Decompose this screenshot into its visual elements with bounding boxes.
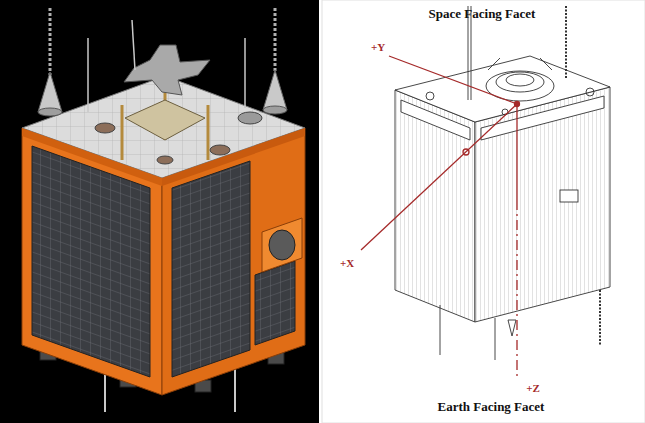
antenna-cone xyxy=(38,72,62,112)
facet-title: Space Facing Facet xyxy=(429,7,536,21)
axis-line xyxy=(516,200,517,376)
axis-line xyxy=(515,102,520,107)
black-panel xyxy=(0,0,319,423)
antenna-cone xyxy=(244,38,246,108)
axis-line xyxy=(389,56,517,104)
line-drawing xyxy=(488,58,552,70)
payload-platform xyxy=(95,20,262,164)
line-drawing xyxy=(565,6,567,78)
line-drawing xyxy=(586,88,594,96)
line-drawing xyxy=(395,6,610,360)
antenna-cone xyxy=(87,38,89,112)
line-drawing xyxy=(599,290,601,345)
axis-label: +Y xyxy=(371,41,385,53)
antenna-cone xyxy=(274,8,277,72)
payload-platform xyxy=(125,100,205,140)
line-drawing xyxy=(506,74,534,86)
antenna-cone xyxy=(49,8,52,75)
line-drawing xyxy=(495,318,496,360)
white-panel xyxy=(322,0,645,423)
line-drawing xyxy=(440,305,441,355)
axis-label: +Z xyxy=(526,382,540,394)
line-drawing xyxy=(426,92,434,100)
axis-line xyxy=(361,56,520,376)
payload-platform xyxy=(124,45,210,95)
side-port xyxy=(269,230,295,260)
line-drawing xyxy=(395,90,475,322)
payload-platform xyxy=(210,145,230,155)
payload-platform xyxy=(132,20,135,70)
line-drawing xyxy=(475,87,610,322)
satellite-body xyxy=(22,76,305,395)
antenna-cone xyxy=(38,8,287,116)
solar-panel xyxy=(32,146,150,377)
solar-panel xyxy=(255,261,295,345)
side-port xyxy=(262,218,302,272)
payload-platform xyxy=(121,105,124,160)
axis-label: +X xyxy=(340,257,354,269)
solar-panel xyxy=(172,161,250,377)
side-port xyxy=(262,218,302,272)
payload-platform xyxy=(95,123,115,133)
axis-line xyxy=(516,104,517,200)
axis-line xyxy=(463,149,469,155)
antenna-cone xyxy=(38,108,62,116)
line-drawing xyxy=(481,96,604,140)
payload-platform xyxy=(238,112,262,124)
payload-platform xyxy=(157,156,173,164)
antenna-cone xyxy=(263,70,287,110)
line-drawing xyxy=(496,72,544,92)
facet-title: Earth Facing Facet xyxy=(438,400,545,414)
antenna-cone xyxy=(263,106,287,114)
payload-platform xyxy=(207,105,210,160)
axis-line xyxy=(361,104,517,250)
line-drawing xyxy=(401,100,470,140)
line-drawing xyxy=(560,190,578,202)
solar-panel xyxy=(32,146,295,377)
line-drawing xyxy=(508,320,516,336)
